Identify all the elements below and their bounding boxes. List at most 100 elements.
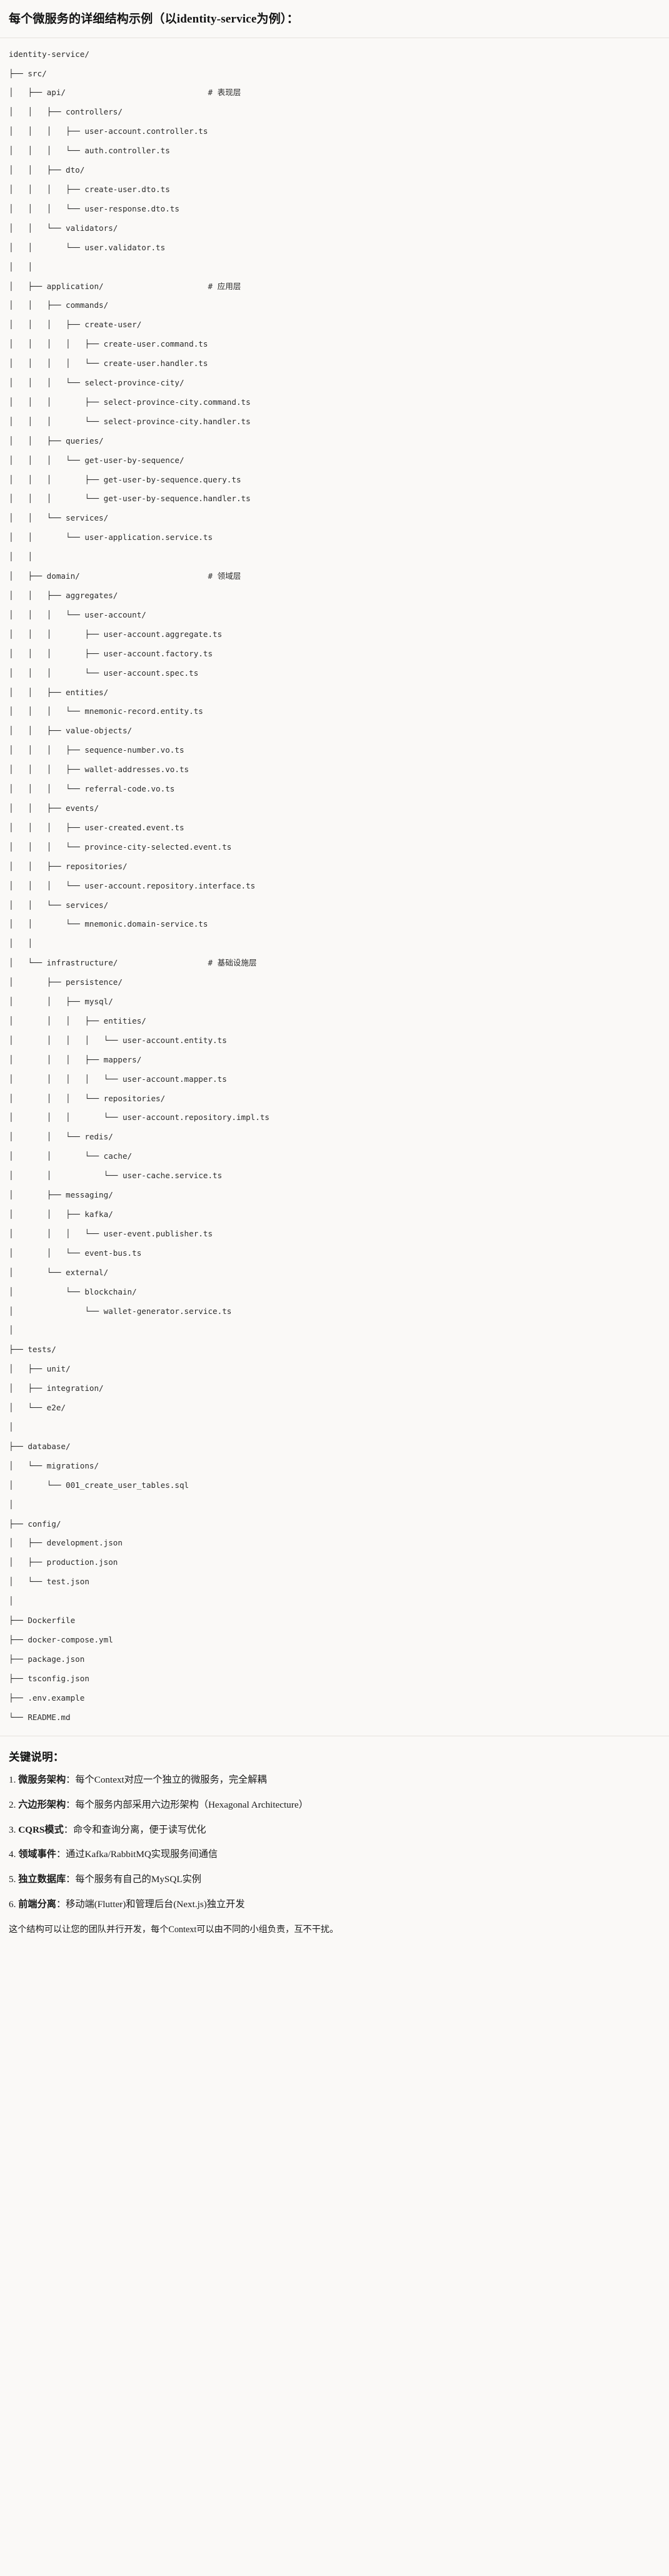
tree-line-comment: # 基础设施层 [208,958,257,968]
key-note-description: 通过Kafka/RabbitMQ实现服务间通信 [66,1849,218,1860]
tree-line: │ │ └── user-application.service.ts [9,532,213,542]
tree-line: │ │ └── redis/ [9,1132,113,1142]
tree-line: │ │ │ ├── user-account.aggregate.ts [9,629,223,639]
key-note-term: 领域事件 [18,1849,56,1860]
tree-line: │ │ │ └── get-user-by-sequence/ [9,455,184,465]
page-title: 每个微服务的详细结构示例（以identity-service为例）： [9,13,299,26]
key-note-separator: ： [66,1774,76,1786]
tree-line: │ │ │ ├── wallet-addresses.vo.ts [9,765,189,775]
tree-line: │ │ │ └── get-user-by-sequence.handler.t… [9,494,251,504]
tree-line: │ │ ├── dto/ [9,165,85,175]
tree-line: │ │ │ ├── select-province-city.command.t… [9,397,251,407]
tree-line: │ ├── unit/ [9,1364,71,1374]
key-note-term: CQRS模式 [18,1824,64,1835]
tree-line: │ │ ├── mysql/ [9,997,113,1007]
key-note-item: 5. 独立数据库：每个服务有自己的MySQL实例 [9,1873,660,1887]
tree-line: │ │ │ └── user-account/ [9,609,146,619]
key-note-term: 独立数据库 [18,1874,66,1885]
tree-line-path: │ ├── application/ [9,281,208,291]
tree-line: │ │ │ └── mnemonic-record.entity.ts [9,706,203,716]
tree-line: │ │ └── services/ [9,900,109,910]
directory-tree-block: identity-service/ ├── src/ │ ├── api/ # … [0,38,669,1737]
tree-line: │ │ └── event-bus.ts [9,1248,142,1258]
tree-line: │ └── blockchain/ [9,1286,137,1296]
tree-line: ├── tsconfig.json [9,1673,89,1683]
tree-line: ├── .env.example [9,1693,85,1703]
tree-line: │ │ └── mnemonic.domain-service.ts [9,919,208,929]
key-note-description: 每个服务有自己的MySQL实例 [75,1874,201,1885]
tree-line: │ │ ├── aggregates/ [9,591,118,601]
tree-line: │ ├── production.json [9,1557,118,1567]
tree-line: ├── tests/ [9,1345,56,1355]
key-notes-title: 关键说明： [9,1751,64,1764]
tree-line-comment: # 表现层 [208,88,241,98]
tree-line: │ ├── application/ # 应用层 [9,282,660,291]
key-note-number: 4. [9,1849,19,1860]
tree-line: │ [9,1499,14,1509]
tree-line: │ │ │ ├── get-user-by-sequence.query.ts [9,474,241,484]
tree-line: │ │ ├── entities/ [9,687,109,697]
document-header: 每个微服务的详细结构示例（以identity-service为例）： [0,0,669,38]
key-note-number: 1. [9,1774,19,1786]
tree-line: │ │ │ └── referral-code.vo.ts [9,784,175,794]
tree-line: │ │ ├── repositories/ [9,861,128,871]
key-note-number: 3. [9,1824,19,1835]
tree-line: │ │ │ └── user-response.dto.ts [9,203,179,213]
tree-line: ├── docker-compose.yml [9,1634,113,1644]
tree-line: │ │ │ ├── entities/ [9,1016,146,1026]
tree-line: ├── Dockerfile [9,1616,76,1626]
key-note-description: 每个Context对应一个独立的微服务，完全解耦 [75,1774,267,1786]
key-note-description: 命令和查询分离，便于读写优化 [73,1824,206,1835]
tree-line-comment: # 应用层 [208,281,241,291]
tree-line: │ │ └── user-cache.service.ts [9,1171,223,1181]
tree-line: │ │ │ │ └── user-account.entity.ts [9,1035,227,1045]
tree-line: │ │ │ └── repositories/ [9,1093,166,1103]
tree-line: │ │ └── validators/ [9,223,118,233]
tree-line: │ │ ├── commands/ [9,300,109,310]
key-note-description: 每个服务内部采用六边形架构（Hexagonal Architecture） [75,1799,308,1810]
key-note-number: 5. [9,1874,19,1885]
tree-line-path: │ └── infrastructure/ [9,958,208,968]
tree-line: │ │ └── services/ [9,513,109,523]
tree-line: │ ├── api/ # 表现层 [9,88,660,97]
tree-line: ├── database/ [9,1441,71,1451]
tree-line: │ │ │ ├── create-user/ [9,320,142,330]
key-note-item: 6. 前端分离：移动端(Flutter)和管理后台(Next.js)独立开发 [9,1898,660,1912]
tree-line: │ │ │ └── user-account.repository.interf… [9,880,256,890]
tree-line: │ │ │ ├── user-account.controller.ts [9,126,208,136]
tree-line-comment: # 领域层 [208,571,241,581]
tree-line: ├── src/ [9,68,47,78]
tree-line: ├── config/ [9,1519,61,1529]
tree-line: │ │ │ └── user-account.spec.ts [9,668,199,678]
tree-line: │ │ ├── queries/ [9,435,104,445]
key-note-separator: ： [66,1799,76,1810]
tree-line: └── README.md [9,1712,71,1722]
key-note-item: 4. 领域事件：通过Kafka/RabbitMQ实现服务间通信 [9,1848,660,1862]
tree-line: │ │ ├── controllers/ [9,107,123,117]
key-note-item: 3. CQRS模式：命令和查询分离，便于读写优化 [9,1823,660,1838]
key-note-separator: ： [63,1824,73,1835]
tree-line: │ │ │ ├── create-user.dto.ts [9,184,170,194]
key-note-separator: ： [56,1849,66,1860]
tree-line: ├── package.json [9,1654,85,1664]
tree-line: │ │ [9,262,33,272]
tree-line: │ │ ├── events/ [9,803,99,813]
tree-line: identity-service/ [9,49,89,59]
tree-line: │ │ [9,552,33,562]
tree-line: │ ├── messaging/ [9,1190,113,1200]
key-note-separator: ： [66,1874,76,1885]
tree-line: │ [9,1422,14,1432]
directory-tree: identity-service/ ├── src/ │ ├── api/ # … [9,49,660,1722]
tree-line: │ [9,1596,14,1606]
tree-line: │ └── test.json [9,1577,89,1587]
tree-line: │ └── migrations/ [9,1460,99,1470]
tree-line: │ └── e2e/ [9,1403,66,1413]
key-note-separator: ： [56,1899,66,1910]
tree-line: │ │ └── cache/ [9,1151,133,1161]
key-note-item: 1. 微服务架构：每个Context对应一个独立的微服务，完全解耦 [9,1773,660,1788]
tree-line: │ │ ├── kafka/ [9,1209,113,1219]
tree-line: │ ├── development.json [9,1538,123,1548]
tree-line: │ └── 001_create_user_tables.sql [9,1480,189,1490]
